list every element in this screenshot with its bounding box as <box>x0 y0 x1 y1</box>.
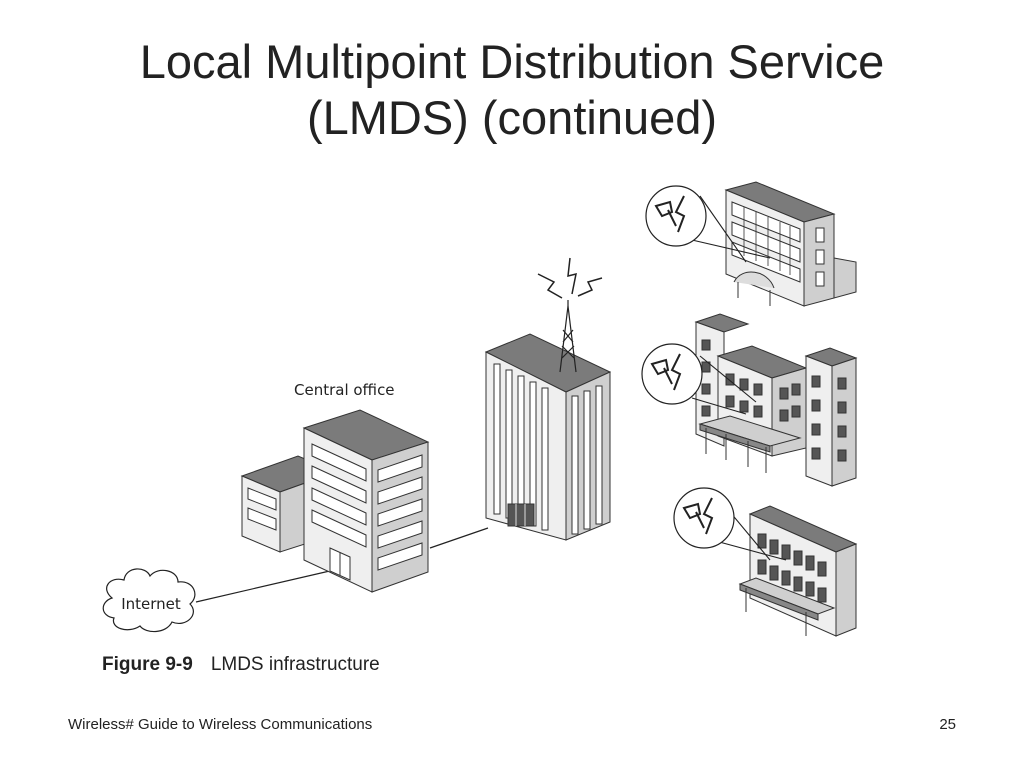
central-office-building <box>240 409 430 593</box>
central-office-label: Central office <box>294 381 395 399</box>
receiver-antenna-icon-2 <box>641 343 703 405</box>
title-line-2: (LMDS) (continued) <box>306 91 718 144</box>
slide-title: Local Multipoint Distribution Service (L… <box>0 34 1024 146</box>
figure-number: Figure 9-9 <box>102 654 193 675</box>
footer-page-number: 25 <box>939 716 956 733</box>
antenna-mast <box>559 300 577 373</box>
radio-signal-icon <box>537 257 603 299</box>
receiver-antenna-icon-1 <box>645 185 707 247</box>
title-line-1: Local Multipoint Distribution Service <box>139 35 885 88</box>
receiver-building-3 <box>738 505 858 637</box>
receiver-antenna-icon-3 <box>673 487 735 549</box>
figure-caption-text: LMDS infrastructure <box>210 654 380 675</box>
figure-caption: Figure 9-9 LMDS infrastructure <box>102 654 380 676</box>
receiver-building-2 <box>694 313 858 487</box>
internet-cloud: Internet <box>102 568 196 633</box>
tower-building <box>484 333 612 541</box>
link-office-tower <box>429 527 489 549</box>
link-internet-office <box>195 569 335 603</box>
receiver-building-1 <box>724 181 857 307</box>
network-links <box>195 527 489 603</box>
internet-label: Internet <box>121 595 181 613</box>
footer-course-title: Wireless# Guide to Wireless Communicatio… <box>68 716 373 733</box>
